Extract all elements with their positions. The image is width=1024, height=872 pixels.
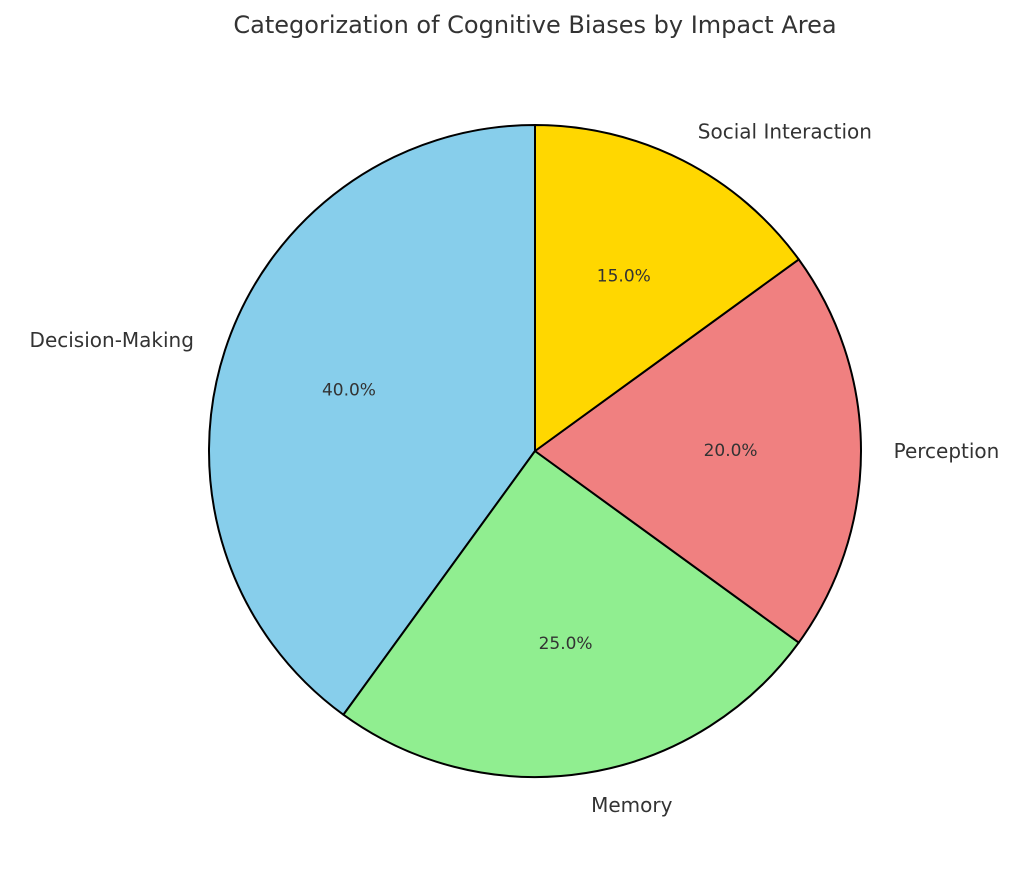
pie-slices (208, 124, 863, 779)
pie-slice-perception (534, 258, 863, 644)
slice-percent-social-interaction: 15.0% (597, 267, 651, 287)
slice-label-decision-making: Decision-Making (30, 328, 194, 352)
slice-label-social-interaction: Social Interaction (698, 119, 872, 143)
slice-percent-decision-making: 40.0% (322, 381, 376, 401)
pie-slice-social-interaction (534, 124, 800, 452)
slice-percent-perception: 20.0% (704, 441, 758, 461)
slice-label-memory: Memory (591, 793, 673, 817)
slice-percent-memory: 25.0% (539, 634, 593, 654)
pie-slice-decision-making (208, 124, 536, 716)
pie-slice-memory (342, 450, 800, 779)
chart-title: Categorization of Cognitive Biases by Im… (233, 11, 836, 39)
pie-labels: Decision-Making 40.0% Memory 25.0% Perceptio… (30, 119, 1000, 817)
slice-label-perception: Perception (894, 439, 1000, 463)
